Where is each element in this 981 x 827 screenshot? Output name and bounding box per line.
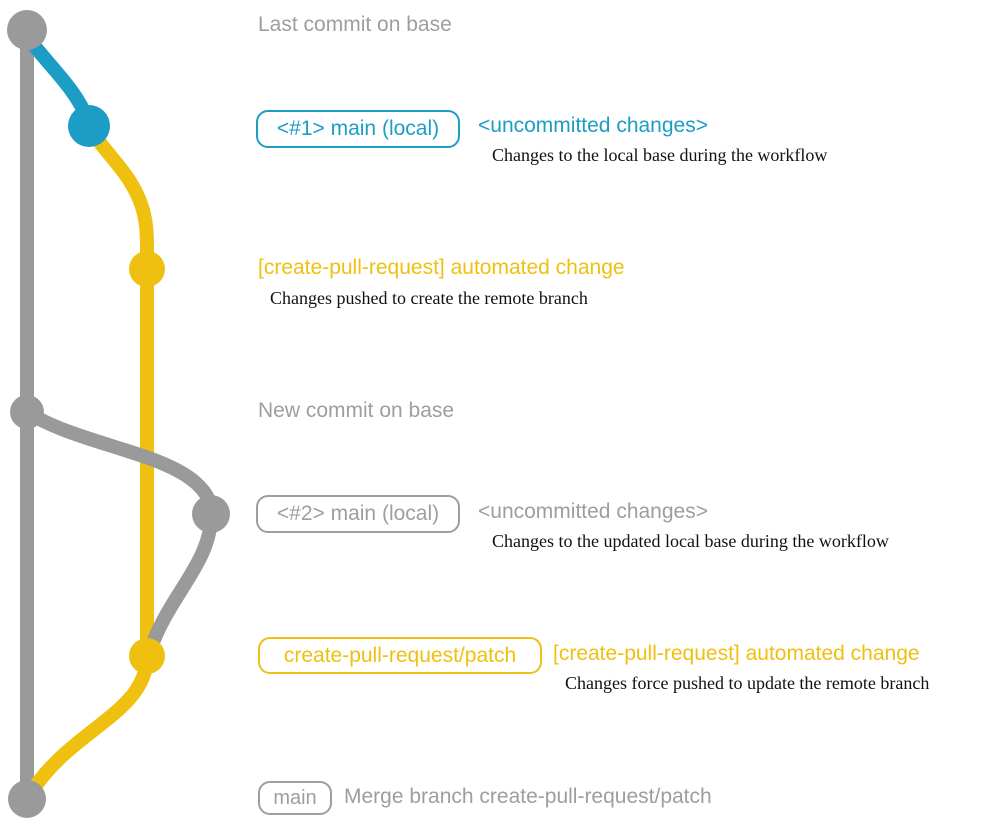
- branch-tag-main: main: [258, 781, 332, 815]
- label-merge-branch: Merge branch create-pull-request/patch: [344, 785, 712, 808]
- commit-node-merge: [8, 780, 46, 818]
- commit-node-local-main-2: [192, 495, 230, 533]
- branch-tag-main-local-2: <#2> main (local): [256, 495, 460, 533]
- label-automated-change-1: [create-pull-request] automated change: [258, 256, 625, 279]
- desc-changes-pushed: Changes pushed to create the remote bran…: [270, 288, 588, 308]
- commit-node-automated-change-2: [129, 638, 165, 674]
- branch-tag-main-local-1: <#1> main (local): [256, 110, 460, 148]
- desc-updated-local-base-changes: Changes to the updated local base during…: [492, 531, 889, 551]
- commit-node-automated-change-1: [129, 251, 165, 287]
- desc-local-base-changes: Changes to the local base during the wor…: [492, 145, 828, 165]
- label-last-commit-on-base: Last commit on base: [258, 13, 452, 36]
- commit-node-local-main-1: [68, 105, 110, 147]
- commit-node-new-base: [10, 395, 44, 429]
- desc-changes-force-pushed: Changes force pushed to update the remot…: [565, 673, 930, 693]
- commit-node-last-base: [7, 10, 47, 50]
- label-uncommitted-changes-1: <uncommitted changes>: [478, 114, 708, 137]
- local-main2-curve: [20, 405, 219, 661]
- create-pull-request-branch-curve: [22, 119, 154, 803]
- label-new-commit-on-base: New commit on base: [258, 399, 455, 422]
- label-uncommitted-changes-2: <uncommitted changes>: [478, 500, 708, 523]
- label-automated-change-2: [create-pull-request] automated change: [553, 642, 920, 665]
- branch-tag-create-pull-request-patch: create-pull-request/patch: [258, 637, 542, 674]
